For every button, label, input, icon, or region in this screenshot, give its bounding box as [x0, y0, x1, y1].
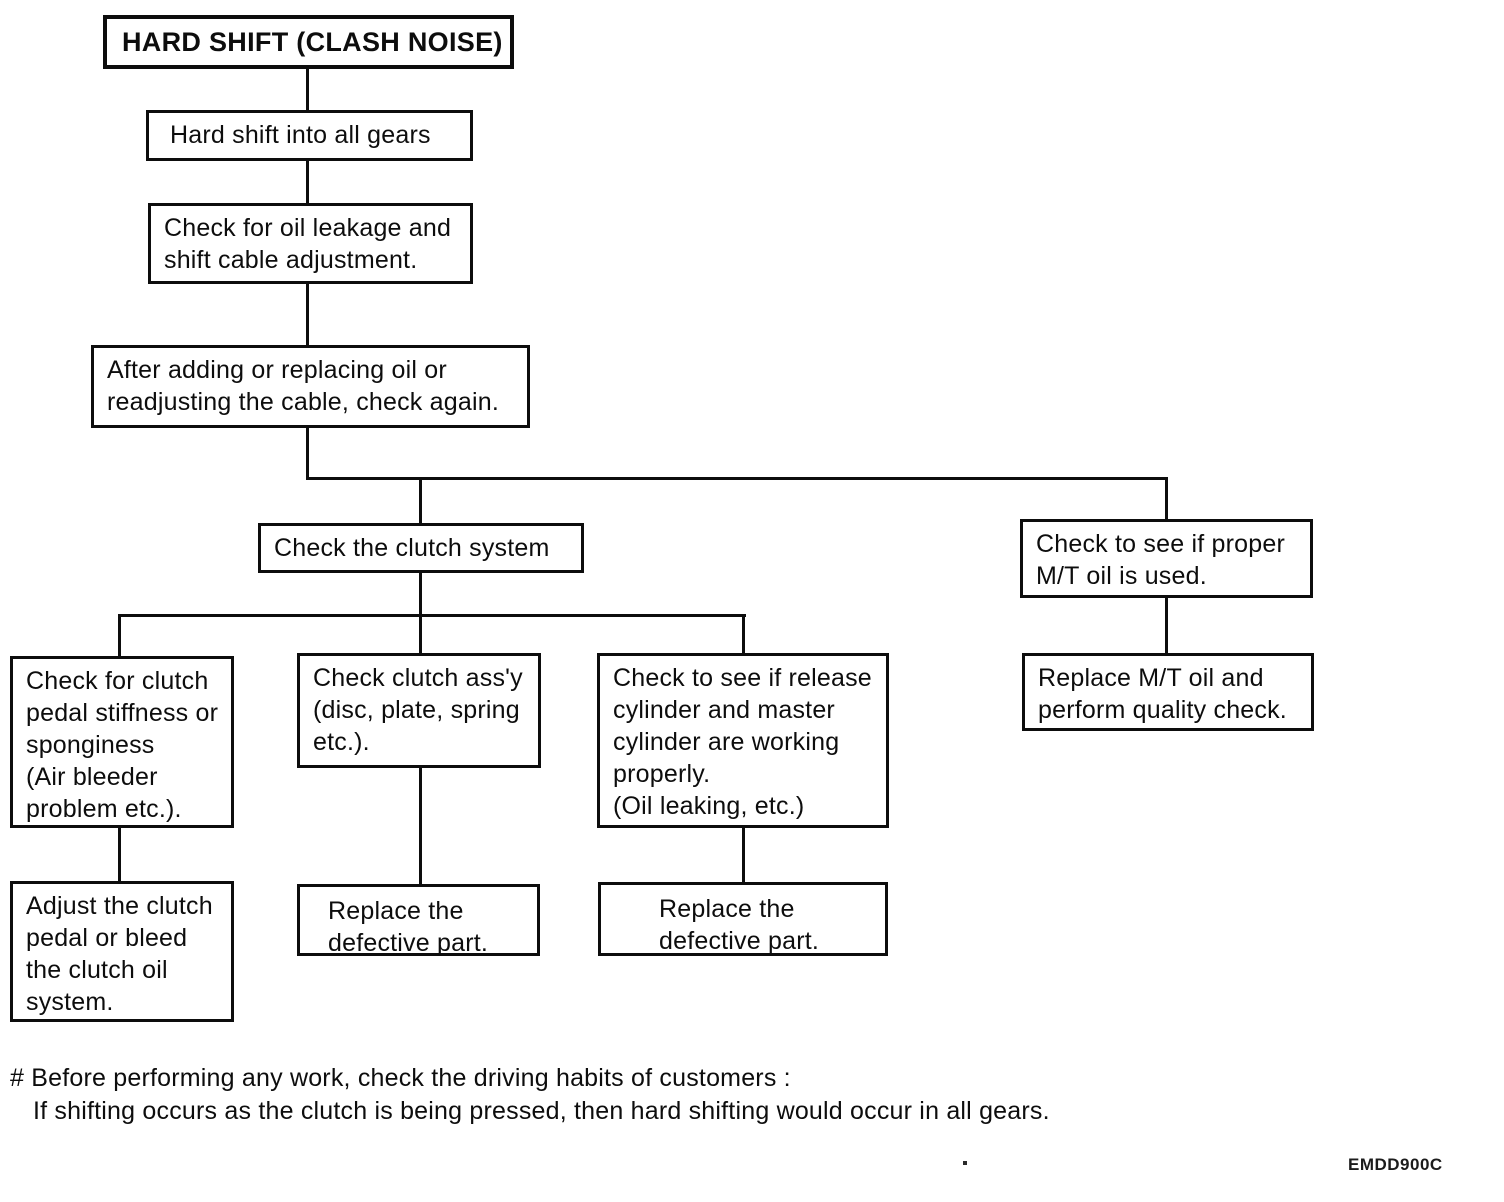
node-check-oil-leakage: Check for oil leakage and shift cable ad…	[148, 203, 473, 284]
node-replace-defective-part-1: Replace the defective part.	[297, 884, 540, 957]
node-check-clutch-assy: Check clutch ass'y (disc, plate, spring …	[297, 653, 541, 768]
node-hard-shift-clash-noise: HARD SHIFT (CLASH NOISE)	[103, 15, 514, 69]
connector	[306, 284, 309, 345]
connector	[742, 614, 745, 653]
footnote: # Before performing any work, check the …	[10, 1062, 1050, 1128]
node-check-release-master-cylinder: Check to see if release cylinder and mas…	[597, 653, 889, 828]
node-adjust-clutch-pedal: Adjust the clutch pedal or bleed the clu…	[10, 881, 234, 1022]
connector	[419, 768, 422, 884]
node-replace-mt-oil: Replace M/T oil and perform quality chec…	[1022, 653, 1314, 731]
connector	[742, 828, 745, 882]
connector	[1165, 598, 1168, 653]
node-check-clutch-system: Check the clutch system	[258, 523, 584, 573]
node-replace-defective-part-2: Replace the defective part.	[598, 882, 888, 956]
footnote-line-2: If shifting occurs as the clutch is bein…	[33, 1097, 1050, 1125]
connector	[118, 828, 121, 881]
node-recheck-after-adding-oil: After adding or replacing oil or readjus…	[91, 345, 530, 428]
connector	[419, 573, 422, 617]
connector	[306, 69, 309, 110]
connector	[1165, 477, 1168, 519]
connector	[118, 614, 746, 617]
node-hard-shift-into-all-gears: Hard shift into all gears	[146, 110, 473, 161]
connector	[306, 428, 309, 480]
scan-speck	[963, 1161, 967, 1165]
connector	[419, 477, 422, 523]
node-check-clutch-pedal-stiffness: Check for clutch pedal stiffness or spon…	[10, 656, 234, 828]
connector	[118, 614, 121, 656]
connector	[419, 614, 422, 653]
document-code: EMDD900C	[1348, 1155, 1443, 1174]
connector	[306, 477, 1168, 480]
node-check-proper-mt-oil: Check to see if proper M/T oil is used.	[1020, 519, 1313, 598]
footnote-line-1: # Before performing any work, check the …	[10, 1064, 791, 1092]
connector	[306, 161, 309, 203]
